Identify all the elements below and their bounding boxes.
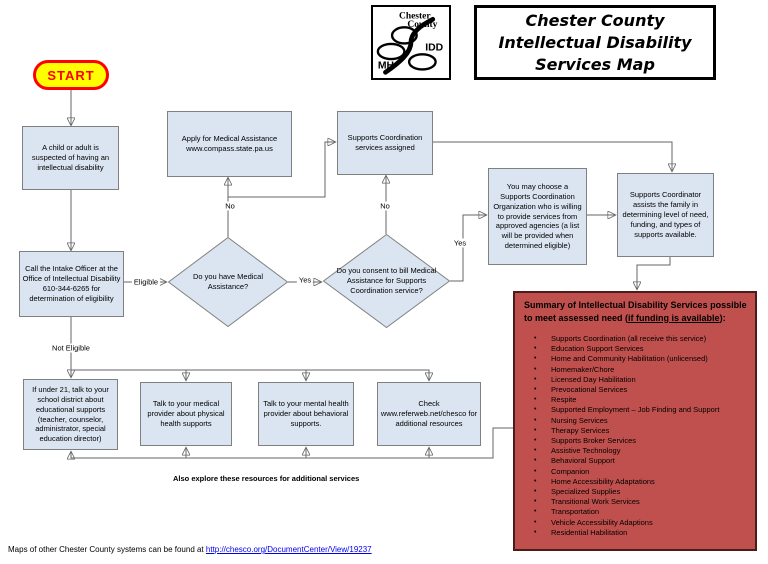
summary-item: •Transportation	[534, 507, 600, 517]
summary-box: Summary of Intellectual Disability Servi…	[513, 291, 757, 551]
bullet-icon: •	[534, 386, 537, 394]
node-choose-sco: You may choose a Supports Coordination O…	[488, 168, 587, 265]
bullet-icon: •	[534, 437, 537, 445]
label-yes-medical-assistance: Yes	[296, 275, 314, 285]
bullet-icon: •	[534, 477, 537, 485]
label-no-medical-assistance: No	[223, 201, 237, 211]
map-title: Chester County Intellectual Disability S…	[474, 5, 716, 80]
summary-item: •Home and Community Habilitation (unlice…	[534, 354, 708, 364]
summary-item: •Transitional Work Services	[534, 497, 640, 507]
edge-sc-assists-to-summary	[637, 257, 671, 289]
logo-county-line1: Chester	[399, 11, 431, 21]
start-node: START	[33, 60, 109, 90]
summary-item: •Assistive Technology	[534, 446, 621, 456]
bullet-icon: •	[534, 447, 537, 455]
summary-item: •Prevocational Services	[534, 385, 628, 395]
summary-list: •Supports Coordination (all receive this…	[521, 334, 749, 538]
summary-item: •Companion	[534, 466, 590, 476]
summary-item: •Supports Coordination (all receive this…	[534, 334, 707, 343]
label-eligible: Eligible	[131, 277, 161, 287]
bullet-icon: •	[534, 335, 537, 342]
node-mental-health-provider: Talk to your mental health provider abou…	[258, 382, 354, 446]
bullet-icon: •	[534, 406, 537, 414]
label-yes-consent: Yes	[451, 238, 469, 248]
node-school-district: If under 21, talk to your school distric…	[23, 379, 118, 450]
summary-item: •Nursing Services	[534, 415, 608, 425]
node-apply-medical-assistance: Apply for Medical Assistance www.compass…	[167, 111, 292, 177]
node-supports-coordination-assigned: Supports Coordination services assigned	[337, 111, 433, 175]
summary-item: •Vehicle Accessibility Adaptions	[534, 517, 653, 527]
map-title-line3: Services Map	[535, 54, 655, 74]
bullet-icon: •	[534, 518, 537, 526]
map-title-line2: Intellectual Disability	[498, 32, 692, 52]
summary-item: •Licensed Day Habilitation	[534, 374, 636, 384]
summary-item: •Supported Employment – Job Finding and …	[534, 405, 720, 415]
edge-sc-assigned-to-sc-assists	[433, 141, 672, 171]
bullet-icon: •	[534, 365, 537, 373]
decision-have-medical-assistance-text: Do you have Medical Assistance?	[192, 272, 264, 291]
summary-item: •Behavioral Support	[534, 456, 615, 466]
logo-ellipse-bottom	[407, 53, 437, 71]
node-call-intake-officer: Call the Intake Officer at the Office of…	[19, 251, 124, 317]
summary-title-suffix: ):	[719, 312, 726, 323]
node-suspected-disability: A child or adult is suspected of having …	[22, 126, 119, 190]
bullet-icon: •	[534, 457, 537, 465]
map-title-line1: Chester County	[525, 10, 665, 30]
logo-swoosh	[383, 16, 436, 75]
summary-item: •Therapy Services	[534, 425, 610, 435]
node-check-referweb: Check www.referweb.net/chesco for additi…	[377, 382, 481, 446]
footer-link[interactable]: http://chesco.org/DocumentCenter/View/19…	[205, 545, 372, 554]
summary-title-prefix: Summary of Intellectual Disability Servi…	[524, 300, 747, 323]
explore-resources-note: Also explore these resources for additio…	[173, 474, 360, 483]
logo-idd-label: IDD	[425, 43, 443, 54]
summary-item: •Home Accessibility Adaptations	[534, 476, 655, 486]
summary-item: •Homemaker/Chore	[534, 364, 615, 374]
bullet-icon: •	[534, 508, 537, 516]
bullet-icon: •	[534, 396, 537, 404]
label-no-consent: No	[378, 201, 392, 211]
bullet-icon: •	[534, 416, 537, 424]
summary-item: •Specialized Supplies	[534, 487, 621, 497]
label-not-eligible: Not Eligible	[50, 343, 92, 353]
node-medical-provider: Talk to your medical provider about phys…	[140, 382, 232, 446]
bullet-icon: •	[534, 426, 537, 434]
summary-item: •Respite	[534, 395, 577, 405]
bullet-icon: •	[534, 498, 537, 506]
summary-item: •Supports Broker Services	[534, 436, 637, 446]
bullet-icon: •	[534, 528, 537, 536]
logo-ellipse-top	[390, 26, 418, 45]
node-sc-assists-family: Supports Coordinator assists the family …	[617, 173, 714, 257]
decision-consent-to-bill-text: Do you consent to bill Medical Assistanc…	[336, 266, 437, 295]
logo-mh-label: MH	[378, 61, 394, 72]
bullet-icon: •	[534, 345, 537, 353]
decision-consent-to-bill: Do you consent to bill Medical Assistanc…	[323, 234, 450, 328]
county-logo: Chester County IDD MH	[371, 5, 451, 80]
footer-text: Maps of other Chester County systems can…	[8, 545, 206, 554]
bullet-icon: •	[534, 375, 537, 383]
logo-ellipse-left	[376, 42, 406, 61]
decision-have-medical-assistance: Do you have Medical Assistance?	[168, 237, 288, 327]
summary-title: Summary of Intellectual Disability Servi…	[524, 299, 749, 324]
footer-note: Maps of other Chester County systems can…	[8, 545, 372, 554]
bullet-icon: •	[534, 488, 537, 496]
edge-consent-yes-to-choose-sco	[450, 215, 486, 282]
summary-title-underlined: if funding is available	[628, 312, 720, 323]
bullet-icon: •	[534, 355, 537, 363]
bullet-icon: •	[534, 467, 537, 475]
summary-item: •Residential Habilitation	[534, 527, 628, 537]
summary-item: •Education Support Services	[534, 344, 644, 354]
